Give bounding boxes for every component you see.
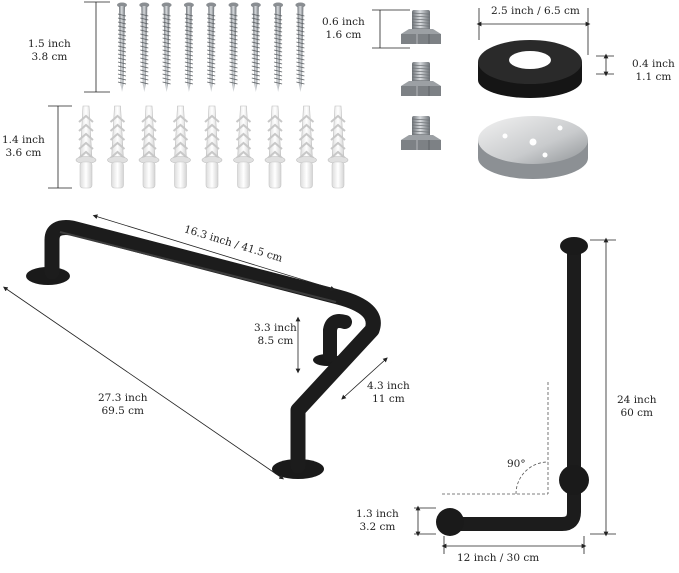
l-bar-width-label: 12 inch / 30 cm: [457, 552, 539, 565]
screw: [161, 2, 172, 92]
flange-height-inch: 0.4 inch: [632, 58, 675, 70]
wall-anchor: [201, 105, 223, 189]
flange-height-cm: 1.1 cm: [635, 71, 672, 83]
screw: [295, 2, 306, 92]
flange-height-label: 0.4 inch 1.1 cm: [632, 58, 675, 84]
bar-diagonal-inch: 27.3 inch: [98, 392, 148, 404]
screw: [250, 2, 261, 92]
wall-anchor-set: [75, 105, 349, 189]
wall-anchor: [233, 105, 254, 189]
wall-anchor: [327, 105, 349, 189]
bar-diagonal-label: 27.3 inch 69.5 cm: [98, 392, 147, 418]
screw-length-label: 1.5 inch 3.8 cm: [28, 38, 71, 64]
wall-anchor: [264, 105, 286, 189]
wall-anchor: [107, 105, 128, 189]
anchor-length-label: 1.4 inch 3.6 cm: [2, 134, 45, 160]
anchor-length-inch: 1.4 inch: [2, 134, 45, 146]
bolt-length-label: 0.6 inch 1.6 cm: [322, 16, 365, 42]
post-height-inch: 1.3 inch: [356, 508, 399, 520]
hex-bolt: [401, 116, 441, 150]
bar-width-dim: [341, 357, 388, 400]
bar-depth-inch: 3.3 inch: [254, 322, 297, 334]
angle-text: 90°: [507, 458, 526, 470]
l-bar-width-text: 12 inch / 30 cm: [457, 552, 540, 564]
anchor-length-cm: 3.6 cm: [5, 147, 42, 159]
l-shaped-grab-bar: [436, 237, 589, 536]
bar-width-label: 4.3 inch 11 cm: [367, 380, 410, 406]
screw: [273, 2, 284, 92]
angle-arc: [515, 461, 549, 495]
bar-diagonal-cm: 69.5 cm: [101, 405, 145, 417]
wall-anchor: [138, 105, 160, 189]
l-bar-height-label: 24 inch 60 cm: [617, 394, 656, 420]
flange-diameter-text: 2.5 inch / 6.5 cm: [491, 5, 580, 17]
bar-depth-label: 3.3 inch 8.5 cm: [254, 322, 297, 348]
bolt-length-inch: 0.6 inch: [322, 16, 365, 28]
post-height-cm: 3.2 cm: [359, 521, 396, 533]
wall-anchor: [75, 105, 97, 189]
angle-label: 90°: [507, 458, 526, 471]
bolt-length-cm: 1.6 cm: [325, 29, 362, 41]
flange-cover: [478, 40, 582, 98]
screw: [139, 2, 150, 92]
hex-bolt: [401, 62, 441, 96]
bar-width-inch: 4.3 inch: [367, 380, 410, 392]
wall-anchor: [296, 105, 317, 189]
hex-bolt-set: [401, 10, 441, 150]
screw: [228, 2, 239, 92]
bar-width-cm: 11 cm: [372, 393, 405, 405]
flange-diameter-label: 2.5 inch / 6.5 cm: [491, 5, 580, 18]
wall-anchor: [170, 105, 191, 189]
post-height-label: 1.3 inch 3.2 cm: [356, 508, 399, 534]
screw-set: [117, 2, 306, 92]
screw-length-inch: 1.5 inch: [28, 38, 71, 50]
screw: [117, 2, 127, 92]
bar-length-dim: [92, 214, 336, 291]
screw: [183, 2, 194, 92]
bar-depth-cm: 8.5 cm: [257, 335, 294, 347]
screw-length-cm: 3.8 cm: [31, 51, 68, 63]
hex-bolt: [401, 10, 441, 44]
steel-base-plate: [478, 116, 588, 179]
screw: [206, 2, 217, 92]
bar-diagonal-dim: [3, 286, 284, 480]
l-bar-height-inch: 24 inch: [617, 394, 657, 406]
l-bar-height-cm: 60 cm: [620, 407, 653, 419]
angled-grab-bar: [26, 220, 381, 479]
